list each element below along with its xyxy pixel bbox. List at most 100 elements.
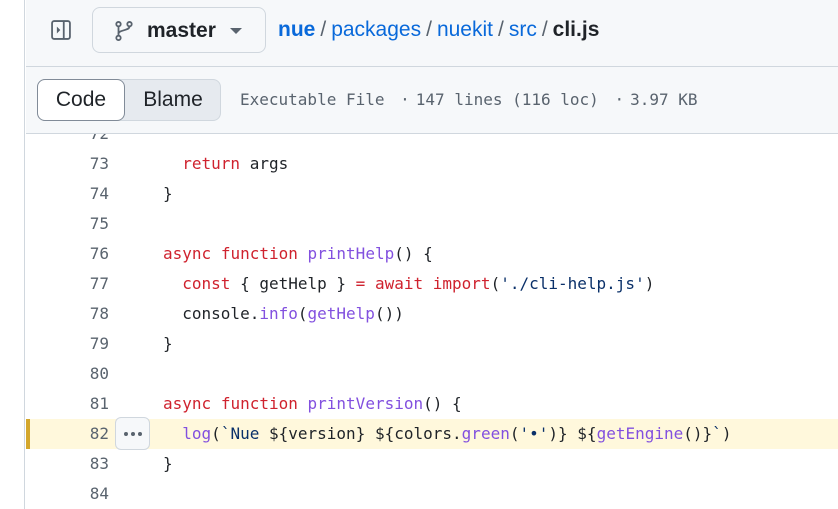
code-token: console.	[163, 304, 260, 323]
code-token: )	[721, 424, 732, 443]
code-token	[163, 274, 182, 293]
code-keyword: function	[220, 394, 298, 413]
branch-name: master	[147, 19, 216, 42]
kebab-horizontal-icon	[123, 431, 142, 436]
line-number[interactable]: 82	[89, 424, 109, 443]
branch-selector-button[interactable]: master	[92, 7, 266, 53]
code-string: '•'	[519, 424, 549, 443]
code-line[interactable]: 75	[26, 209, 838, 239]
line-number[interactable]: 76	[89, 244, 109, 263]
code-token	[298, 394, 308, 413]
code-token	[163, 424, 182, 443]
code-keyword: =	[355, 274, 366, 293]
line-number[interactable]: 80	[89, 364, 109, 383]
code-line[interactable]: 74}	[26, 179, 838, 209]
line-number[interactable]: 84	[89, 484, 109, 503]
code-token: () {	[394, 244, 433, 263]
meta-separator: ·	[400, 90, 410, 109]
code-text: return args	[163, 154, 288, 173]
code-line[interactable]: 83}	[26, 449, 838, 479]
breadcrumb: nue/packages/nuekit/src/cli.js	[278, 18, 599, 42]
line-count: 147 lines (116 loc)	[415, 90, 599, 109]
code-line[interactable]: 82 log(`Nue ${version} ${colors.green('•…	[26, 417, 838, 450]
code-string	[568, 424, 578, 443]
code-token: ()}	[683, 424, 713, 443]
breadcrumb-link-packages[interactable]: packages	[331, 18, 422, 41]
breadcrumb-link-nuekit[interactable]: nuekit	[436, 18, 493, 41]
code-function: getEngine	[596, 424, 684, 443]
code-token: }	[163, 334, 173, 353]
code-keyword: return	[182, 154, 241, 173]
code-keyword: const	[182, 274, 231, 293]
line-number[interactable]: 78	[89, 304, 109, 323]
git-branch-icon	[115, 21, 133, 41]
code-keyword: await	[374, 274, 424, 293]
code-token: (	[297, 304, 308, 323]
code-line[interactable]: 79}	[26, 329, 838, 359]
line-number[interactable]: 79	[89, 334, 109, 353]
code-line[interactable]: 78 console.info(getHelp())	[26, 299, 838, 329]
code-line[interactable]: 73 return args	[26, 149, 838, 179]
code-keyword: async	[163, 244, 212, 263]
code-token: }	[163, 184, 173, 203]
line-number[interactable]: 75	[89, 214, 109, 233]
expand-file-tree-button[interactable]	[50, 19, 72, 41]
breadcrumb-current-file: cli.js	[552, 18, 600, 41]
line-number[interactable]: 81	[89, 394, 109, 413]
code-token: version	[288, 424, 356, 443]
code-line[interactable]: 77 const { getHelp } = await import('./c…	[26, 269, 838, 299]
code-token: () {	[423, 394, 462, 413]
tab-blame[interactable]: Blame	[143, 88, 203, 111]
code-text: async function printVersion() {	[163, 394, 462, 413]
code-line[interactable]: 81 async function printVersion() {	[26, 389, 838, 419]
code-string	[365, 424, 375, 443]
code-line[interactable]: 72	[26, 134, 838, 149]
code-token	[365, 274, 375, 293]
code-function: getHelp	[307, 304, 375, 323]
line-number[interactable]: 83	[89, 454, 109, 473]
breadcrumb-repo-link[interactable]: nue	[278, 18, 316, 41]
code-token: (	[490, 274, 501, 293]
line-number[interactable]: 73	[89, 154, 109, 173]
code-keyword: import	[432, 274, 491, 293]
code-function: printHelp	[307, 244, 395, 263]
code-text: }	[163, 334, 173, 353]
line-number[interactable]: 77	[89, 274, 109, 293]
left-gutter	[0, 0, 25, 509]
code-line[interactable]: 80	[26, 359, 838, 389]
code-token: ${	[577, 424, 597, 443]
breadcrumb-separator: /	[426, 18, 432, 41]
tab-code[interactable]: Code	[37, 79, 125, 121]
breadcrumb-separator: /	[497, 18, 504, 41]
file-type: Executable File	[240, 90, 385, 109]
code-function: green	[461, 424, 510, 443]
code-line[interactable]: 76 async function printHelp() {	[26, 239, 838, 269]
line-number[interactable]: 72	[26, 134, 109, 143]
line-number[interactable]: 74	[89, 184, 109, 203]
code-keyword: async	[163, 394, 212, 413]
code-token	[423, 274, 433, 293]
code-token: ())	[374, 304, 404, 323]
code-token	[211, 244, 221, 263]
code-token: )}	[548, 424, 568, 443]
code-token: )	[644, 274, 655, 293]
code-token: { getHelp }	[230, 274, 356, 293]
sidebar-expand-icon	[51, 20, 71, 40]
code-line[interactable]: 84	[26, 479, 838, 509]
code-token: args	[240, 154, 289, 173]
code-token	[211, 394, 221, 413]
code-text: }	[163, 184, 173, 203]
code-function: log	[182, 424, 212, 443]
file-toolbar: Code Blame Executable File · 147 lines (1…	[26, 67, 838, 134]
view-toggle: Code Blame	[37, 79, 221, 121]
meta-separator: ·	[614, 90, 625, 109]
code-text: log(`Nue ${version} ${colors.green('•')}…	[163, 424, 731, 443]
file-header: master nue/packages/nuekit/src/cli.js	[26, 0, 838, 67]
code-text: console.info(getHelp())	[163, 304, 404, 323]
code-token: (	[509, 424, 520, 443]
code-line-options-button[interactable]	[115, 417, 150, 450]
code-string: `Nue	[220, 424, 269, 443]
breadcrumb-link-src[interactable]: src	[508, 18, 537, 41]
code-token: }	[355, 424, 366, 443]
code-keyword: function	[220, 244, 298, 263]
